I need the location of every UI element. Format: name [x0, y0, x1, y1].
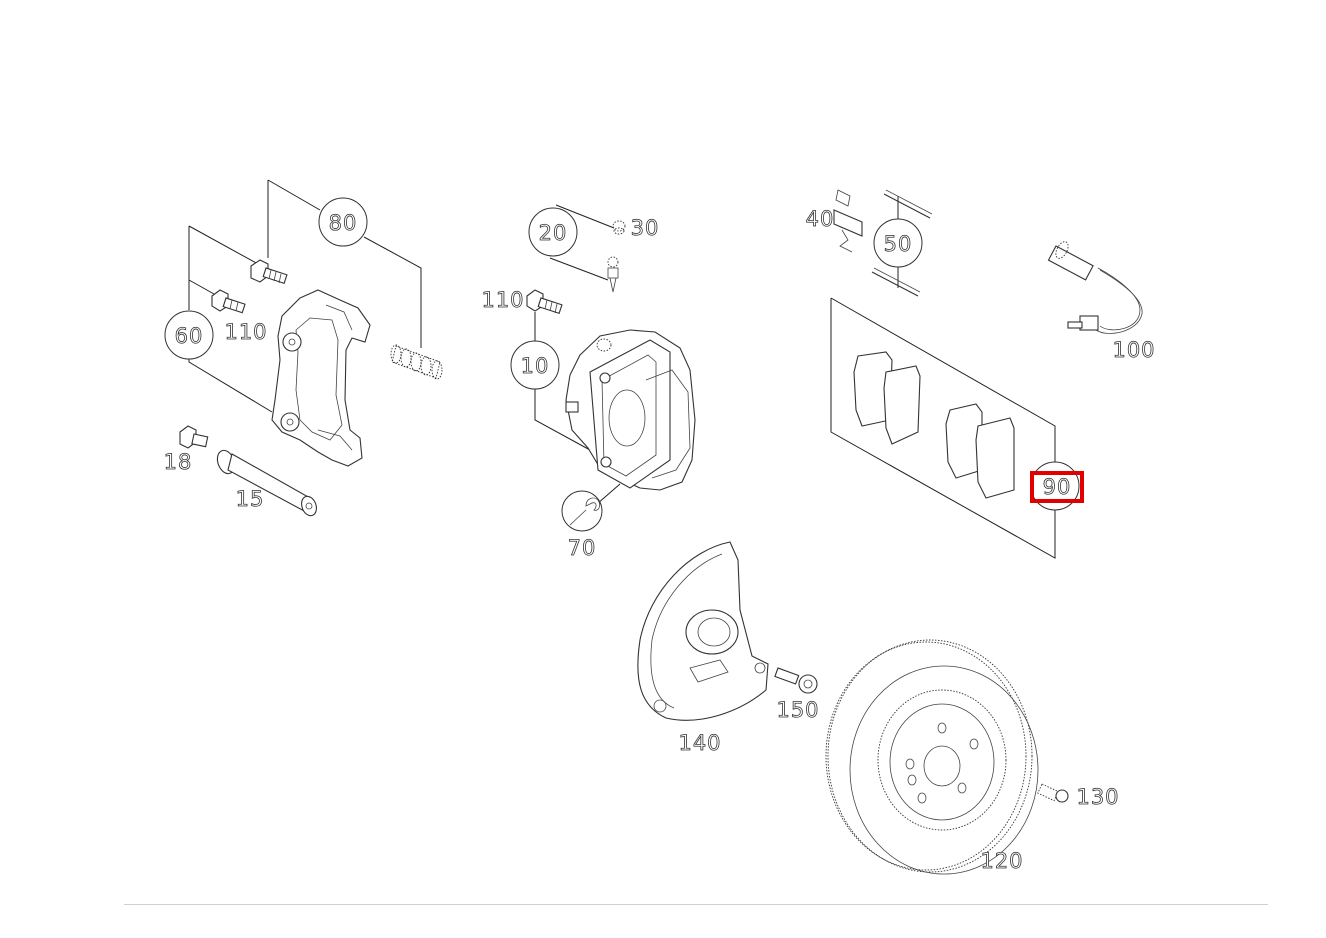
callout-140[interactable]: 140	[678, 731, 721, 756]
svg-text:80: 80	[329, 211, 358, 235]
svg-text:90: 90	[1043, 475, 1072, 499]
callout-10[interactable]: 10	[510, 340, 560, 390]
retaining-pin-icon[interactable]	[871, 189, 933, 297]
callout-30[interactable]: 30	[630, 216, 660, 241]
svg-text:110: 110	[481, 288, 524, 312]
callout-40[interactable]: 40	[805, 207, 835, 232]
guide-bolt-small-icon[interactable]	[179, 425, 209, 449]
callout-15[interactable]: 15	[235, 487, 265, 512]
svg-text:10: 10	[521, 354, 550, 378]
callout-80[interactable]: 80	[318, 197, 368, 247]
callout-20[interactable]: 20	[528, 207, 578, 257]
svg-text:100: 100	[1112, 338, 1155, 362]
guide-pin-icon[interactable]	[214, 448, 319, 518]
brake-caliper-icon[interactable]	[565, 329, 696, 491]
svg-text:50: 50	[884, 232, 913, 256]
svg-text:140: 140	[678, 731, 721, 755]
callout-110-left[interactable]: 110	[224, 320, 267, 345]
svg-text:130: 130	[1076, 785, 1119, 809]
callout-100[interactable]: 100	[1112, 338, 1155, 363]
group-brake-pads: 40 50 100 90	[805, 189, 1155, 559]
callout-90[interactable]: 90	[1030, 461, 1084, 511]
footer-divider	[124, 904, 1268, 905]
svg-text:40: 40	[806, 207, 835, 231]
svg-text:120: 120	[980, 849, 1023, 873]
callout-18[interactable]: 18	[163, 450, 193, 475]
callout-150[interactable]: 150	[776, 698, 819, 723]
disc-screw-icon[interactable]	[1037, 783, 1069, 803]
bolt-icon[interactable]	[211, 289, 246, 314]
bolt-icon[interactable]	[774, 667, 818, 694]
callout-60[interactable]: 60	[164, 310, 214, 360]
group-caliper-bracket: 80 60 110 18 15	[163, 179, 443, 518]
bleeder-screw-icon[interactable]	[607, 256, 619, 293]
caliper-bracket-icon[interactable]	[271, 289, 371, 467]
svg-text:15: 15	[236, 487, 265, 511]
svg-text:150: 150	[776, 698, 819, 722]
selected-part-highlight	[1030, 471, 1084, 503]
wear-sensor-icon[interactable]	[1047, 240, 1143, 334]
brake-pad-icon[interactable]	[945, 403, 1015, 499]
group-caliper: 70 20 30 110 10	[481, 204, 696, 560]
group-disc: 140 150 130 120	[637, 541, 1119, 875]
bolt-icon[interactable]	[526, 289, 563, 315]
dust-shield-icon[interactable]	[637, 541, 769, 721]
callout-130[interactable]: 130	[1076, 785, 1119, 810]
svg-text:60: 60	[175, 324, 204, 348]
brake-disc-icon[interactable]	[825, 639, 1039, 875]
bolt-icon[interactable]	[250, 259, 288, 285]
svg-text:18: 18	[164, 450, 193, 474]
anti-rattle-clip-icon[interactable]	[833, 189, 863, 253]
wrench-icon	[569, 497, 601, 526]
callout-110-center[interactable]: 110	[481, 288, 524, 313]
svg-text:110: 110	[224, 320, 267, 344]
svg-text:20: 20	[539, 221, 568, 245]
svg-text:70: 70	[568, 536, 597, 560]
svg-text:30: 30	[631, 216, 660, 240]
spring-sleeve-icon[interactable]	[390, 344, 443, 380]
callout-50[interactable]: 50	[873, 218, 923, 268]
brake-pad-icon[interactable]	[853, 351, 921, 445]
callout-70[interactable]: 70	[561, 490, 603, 560]
bleeder-cap-icon[interactable]	[612, 220, 626, 235]
callout-120[interactable]: 120	[980, 849, 1023, 874]
